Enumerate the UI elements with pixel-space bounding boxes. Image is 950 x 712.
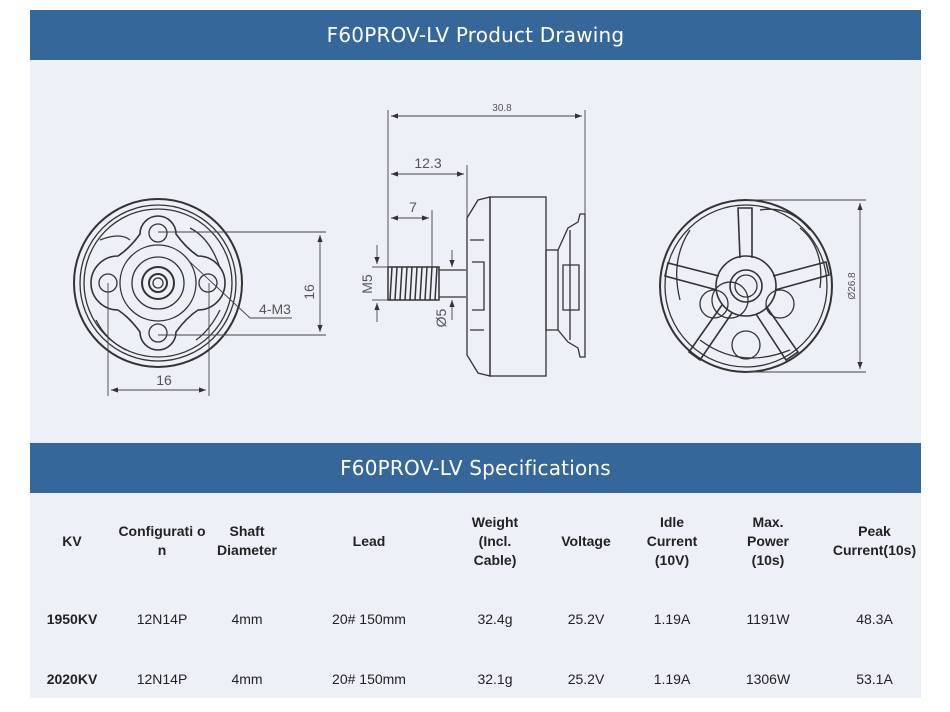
motor-rear-view: [659, 199, 833, 373]
motor-front-view: [73, 198, 243, 368]
dim-thread: M5: [359, 274, 375, 294]
cell-lead: 20# 150mm: [332, 611, 406, 627]
product-drawing-panel: 30.8 12.3 7 M5 Ø5 4-M3 16 16 Ø26.8: [30, 60, 921, 443]
cell-peak-current: 48.3A: [856, 611, 893, 627]
col-idle-current: Idle Current (10V): [646, 513, 698, 568]
col-lead: Lead: [352, 532, 386, 549]
cell-configuration: 12N14P: [136, 611, 188, 627]
cell-max-power: 1306W: [745, 671, 791, 687]
cell-idle-current: 1.19A: [653, 611, 691, 627]
dim-shaft-length: 12.3: [414, 155, 441, 171]
cell-voltage: 25.2V: [567, 671, 605, 687]
motor-side-view: [387, 196, 586, 377]
cell-weight: 32.4g: [477, 611, 513, 627]
cell-shaft-diameter: 4mm: [231, 671, 263, 687]
dim-hole-spacing-horizontal: 16: [156, 372, 172, 388]
dim-bell-diameter: Ø26.8: [847, 272, 858, 300]
cell-max-power: 1191W: [746, 611, 790, 627]
product-drawing: 30.8 12.3 7 M5 Ø5 4-M3 16 16 Ø26.8: [73, 103, 866, 396]
drawing-title: F60PROV-LV Product Drawing: [326, 23, 625, 47]
cell-idle-current: 1.19A: [653, 671, 691, 687]
table-row: 2020KV 12N14P 4mm 20# 150mm 32.1g 25.2V …: [30, 649, 921, 709]
cell-kv: 1950KV: [46, 611, 98, 627]
cell-voltage: 25.2V: [567, 611, 605, 627]
cell-lead: 20# 150mm: [332, 671, 406, 687]
col-weight: Weight (Incl. Cable): [471, 513, 519, 568]
cell-shaft-diameter: 4mm: [231, 611, 263, 627]
spec-panel: KV Configurati on Shaft Diameter Lead We…: [30, 493, 921, 698]
col-voltage: Voltage: [561, 532, 611, 549]
cell-weight: 32.1g: [477, 671, 513, 687]
drawing-section-header: F60PROV-LV Product Drawing: [30, 10, 921, 60]
cell-kv: 2020KV: [46, 671, 98, 687]
table-row: 1950KV 12N14P 4mm 20# 150mm 32.4g 25.2V …: [30, 589, 921, 649]
spec-table: KV Configurati on Shaft Diameter Lead We…: [30, 493, 921, 709]
col-max-power: Max. Power (10s): [746, 513, 789, 568]
col-kv: KV: [62, 532, 82, 549]
dim-hole-spacing-vertical: 16: [301, 284, 317, 300]
dim-mount-holes: 4-M3: [259, 301, 291, 317]
dim-thread-length: 7: [409, 199, 417, 215]
spec-section-header: F60PROV-LV Specifications: [30, 443, 921, 493]
col-peak-current: Peak Current(10s): [832, 523, 917, 558]
table-header-row: KV Configurati on Shaft Diameter Lead We…: [30, 493, 921, 589]
col-shaft-diameter: Shaft Diameter: [217, 523, 277, 558]
cell-configuration: 12N14P: [136, 671, 188, 687]
cell-peak-current: 53.1A: [856, 671, 893, 687]
spec-title: F60PROV-LV Specifications: [340, 456, 611, 480]
dim-overall-length: 30.8: [492, 103, 512, 114]
dim-shaft-diameter: Ø5: [433, 308, 449, 327]
col-configuration: Configurati on: [118, 523, 206, 558]
